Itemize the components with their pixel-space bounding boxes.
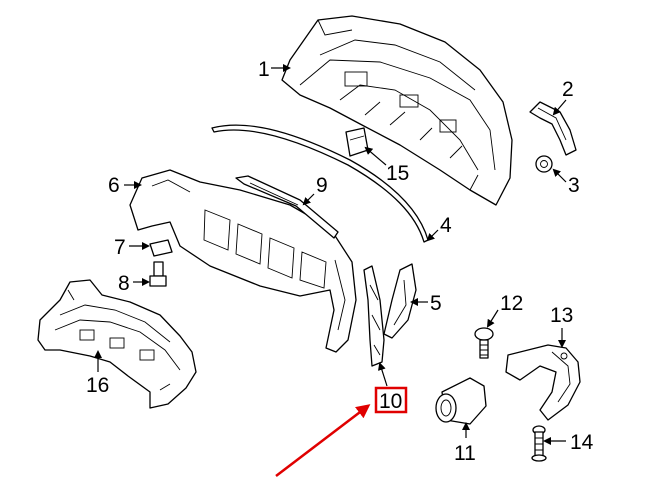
callout-2: 2: [562, 78, 574, 101]
bumper-cover-part: [281, 15, 513, 206]
callout-11: 11: [454, 442, 476, 465]
callout-1: 1: [258, 58, 270, 81]
exhaust-tip-part: [435, 377, 487, 425]
mounting-bracket-part: [505, 344, 581, 421]
highlight-box: [374, 386, 408, 414]
nut-part: [535, 155, 553, 173]
callout-14: 14: [570, 431, 594, 454]
callout-6: 6: [108, 174, 120, 197]
trim-strip-part: [235, 175, 339, 239]
molding-strip-part: [211, 124, 429, 243]
highlight-arrow: [275, 404, 371, 477]
callout-9: 9: [316, 174, 328, 197]
lower-cover-part: [129, 169, 357, 353]
retainer-part: [149, 239, 173, 257]
callout-3: 3: [568, 174, 580, 197]
callout-8: 8: [118, 272, 130, 295]
callout-16: 16: [86, 374, 109, 397]
highlighted-callout-10: 10: [374, 386, 408, 414]
bolt-part: [149, 261, 167, 287]
callout-labels: 1 2 3 4 5 6 7 8 9 11 12 13 14 15 16: [86, 58, 594, 465]
screw-part: [474, 327, 494, 359]
callout-10: 10: [379, 390, 402, 413]
callout-15: 15: [386, 162, 409, 185]
reflector-part: [383, 263, 417, 339]
bracket-part: [529, 101, 577, 156]
screw-part-14: [531, 425, 547, 462]
callout-5: 5: [430, 292, 442, 315]
callout-13: 13: [550, 304, 573, 327]
reflector-strip-part: [363, 265, 385, 367]
heat-shield-part: [37, 279, 197, 409]
callout-4: 4: [440, 214, 452, 237]
callout-7: 7: [114, 236, 126, 259]
callout-12: 12: [500, 292, 523, 315]
leader-lines: [94, 64, 567, 445]
clip-part: [345, 127, 369, 157]
